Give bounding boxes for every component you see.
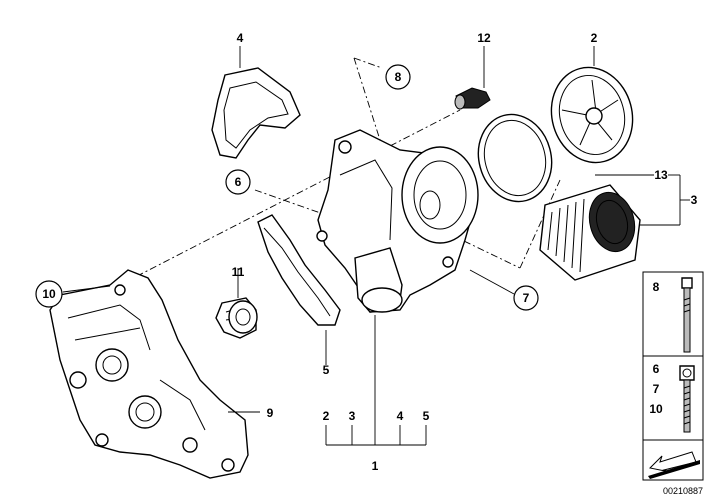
callout-8: 8 xyxy=(395,70,402,84)
group-label-3: 3 xyxy=(349,409,356,423)
legend-label-6: 6 xyxy=(653,362,660,376)
legend-box-bolt-8: 8 xyxy=(642,271,704,357)
legend-box-arrow xyxy=(642,439,704,481)
callout-2: 2 xyxy=(591,31,598,45)
o-ring-7 xyxy=(477,113,553,203)
callout-1: 1 xyxy=(372,459,379,473)
seal-ring-5-6 xyxy=(257,214,341,326)
filter-housing-base xyxy=(49,269,249,479)
filter-cartridge-13 xyxy=(539,184,641,281)
group-label-4: 4 xyxy=(397,409,404,423)
legend-label-7: 7 xyxy=(653,382,660,396)
main-housing xyxy=(316,129,479,313)
callout-12: 12 xyxy=(477,31,491,45)
oil-pressure-sensor xyxy=(454,87,491,110)
reference-number: 00210887 xyxy=(663,486,703,496)
leader-lines xyxy=(62,46,690,446)
legend-label-8: 8 xyxy=(653,280,660,294)
callout-11: 11 xyxy=(232,265,245,279)
callout-13: 13 xyxy=(654,168,668,182)
legend-box-bolt-6-7-10: 6 7 10 xyxy=(642,355,704,441)
callout-6: 6 xyxy=(235,175,242,189)
callout-9: 9 xyxy=(267,406,274,420)
screw-plug xyxy=(215,297,258,339)
callout-10: 10 xyxy=(42,287,56,301)
gasket-4 xyxy=(211,67,301,159)
callout-3: 3 xyxy=(691,193,698,207)
filter-cover-2 xyxy=(550,66,634,164)
callouts: 4 12 2 13 3 11 9 5 1 6 8 10 7 2 3 4 5 xyxy=(35,31,698,473)
callout-4: 4 xyxy=(237,31,244,45)
callout-7: 7 xyxy=(523,291,530,305)
callout-5: 5 xyxy=(323,363,330,377)
group-label-2: 2 xyxy=(323,409,330,423)
group-label-5: 5 xyxy=(423,409,430,423)
legend-label-10: 10 xyxy=(649,402,663,416)
